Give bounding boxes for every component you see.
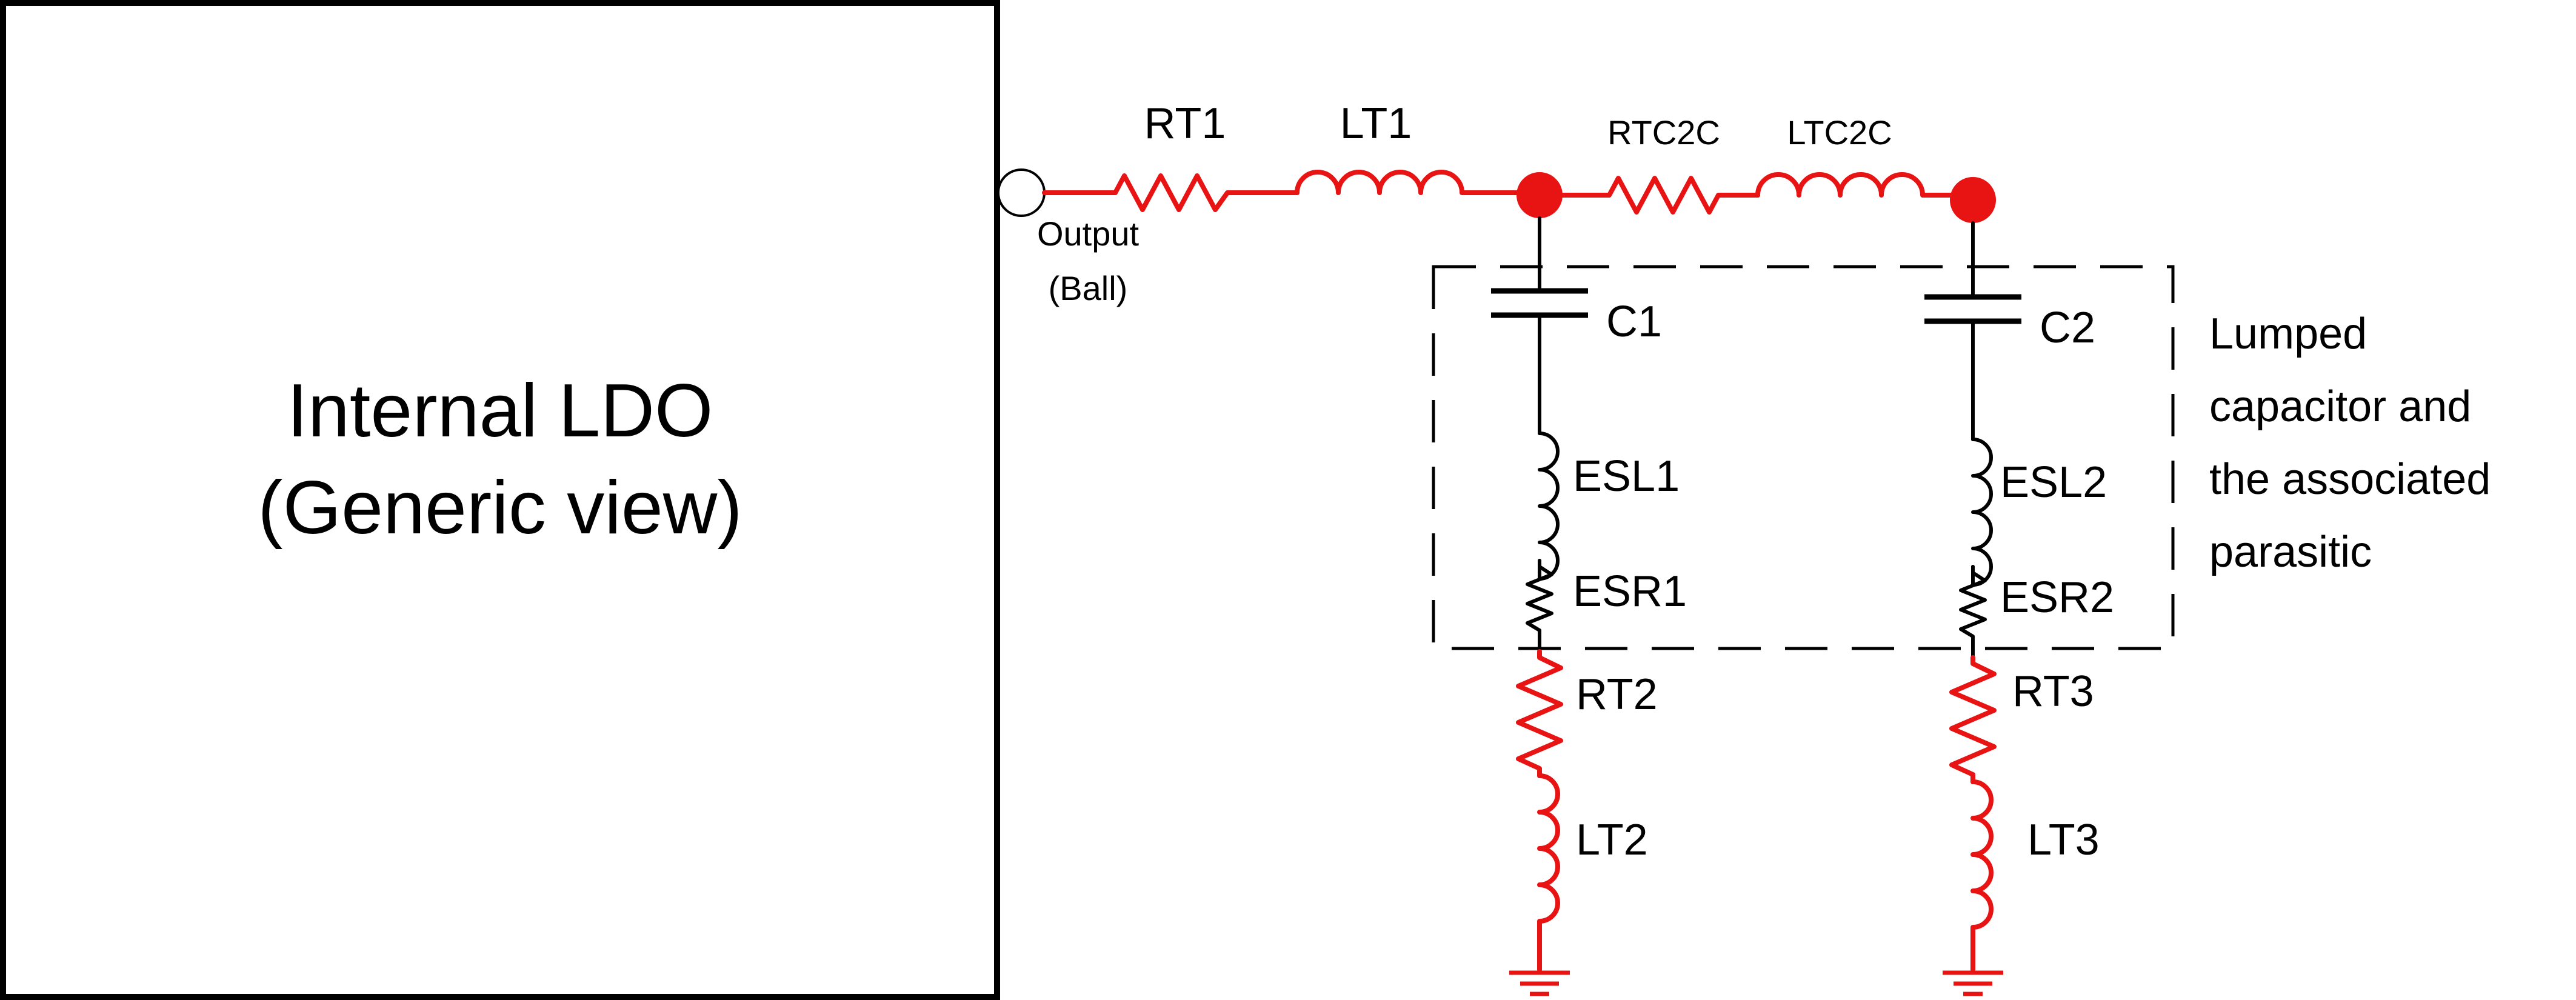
esl2-label: ESL2 bbox=[2000, 458, 2107, 507]
rt2-resistor bbox=[1516, 649, 1563, 778]
lt2-inductor bbox=[1537, 773, 1560, 972]
lumped-label-line4: parasitic bbox=[2209, 528, 2372, 576]
rtc2c-label: RTC2C bbox=[1607, 113, 1720, 152]
ldo-block bbox=[0, 0, 1000, 1000]
lumped-capacitor-box bbox=[1432, 265, 2175, 650]
ldo-title-line1: Internal LDO bbox=[287, 369, 713, 453]
output-ball-terminal bbox=[997, 168, 1046, 217]
branch-2: C2 ESL2 ESR2 RT3 LT3 bbox=[1924, 221, 2114, 996]
ground-2-icon bbox=[1943, 970, 2003, 996]
ground-1-icon bbox=[1509, 970, 1570, 996]
ldo-title-line2: (Generic view) bbox=[258, 466, 742, 550]
c2-capacitor bbox=[1924, 294, 2021, 324]
esr1-label: ESR1 bbox=[1573, 567, 1687, 616]
ltc2c-label: LTC2C bbox=[1787, 113, 1892, 152]
c1-capacitor bbox=[1491, 288, 1588, 318]
esl1-inductor bbox=[1538, 432, 1560, 581]
output-label-line1: Output bbox=[1037, 215, 1140, 253]
lumped-label-line2: capacitor and bbox=[2209, 382, 2471, 431]
c2-label: C2 bbox=[2040, 304, 2095, 352]
lumped-label-line1: Lumped bbox=[2209, 310, 2367, 358]
lt1-inductor bbox=[1295, 170, 1542, 195]
node-2 bbox=[1950, 177, 1996, 223]
esr2-label: ESR2 bbox=[2000, 573, 2114, 622]
rt3-label: RT3 bbox=[2012, 667, 2094, 716]
esl2-inductor bbox=[1971, 438, 1993, 587]
lt3-label: LT3 bbox=[2027, 816, 2100, 864]
rt1-resistor bbox=[1113, 173, 1300, 212]
rtc2c-resistor bbox=[1560, 176, 1760, 215]
lt2-label: LT2 bbox=[1576, 816, 1648, 864]
esl1-label: ESL1 bbox=[1573, 452, 1680, 501]
esr2-resistor bbox=[1959, 565, 1987, 659]
rt1-label: RT1 bbox=[1144, 99, 1226, 148]
lt1-label: LT1 bbox=[1340, 99, 1412, 148]
lumped-label-line3: the associated bbox=[2209, 455, 2491, 504]
lt3-inductor bbox=[1970, 779, 1994, 972]
rt3-resistor bbox=[1949, 655, 1997, 784]
esr1-resistor bbox=[1526, 559, 1553, 653]
ltc2c-inductor bbox=[1755, 172, 1975, 198]
c1-label: C1 bbox=[1606, 298, 1662, 346]
output-label-line2: (Ball) bbox=[1049, 269, 1128, 307]
node-1 bbox=[1517, 172, 1563, 218]
branch-1: C1 ESL1 ESR1 RT2 LT2 bbox=[1491, 216, 1687, 996]
rt2-label: RT2 bbox=[1576, 670, 1658, 719]
